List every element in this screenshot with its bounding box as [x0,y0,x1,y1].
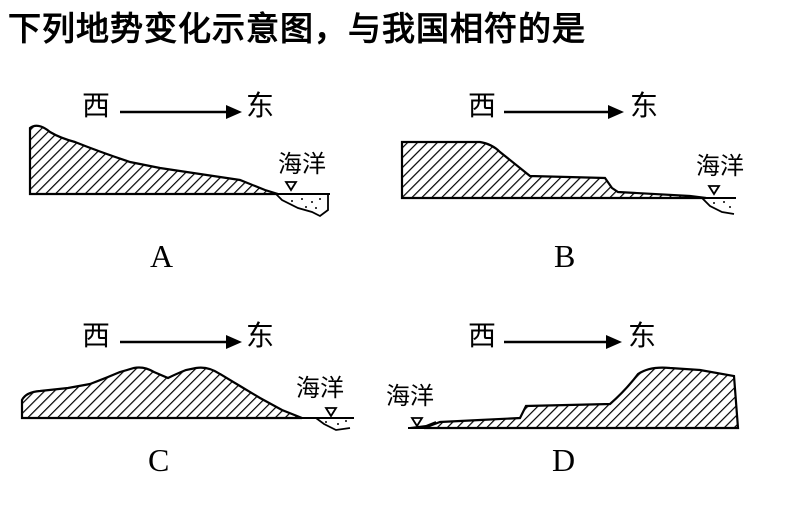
terrain-profile-a [28,124,330,218]
west-east-arrow [504,105,624,119]
option-c-panel[interactable]: 西 东 海洋 C [20,296,390,516]
option-letter: C [148,442,170,478]
west-east-arrow [120,335,242,349]
east-label: 东 [628,319,657,352]
option-letter: D [552,442,576,478]
west-label: 西 [82,89,111,122]
option-a-panel[interactable]: 西 东 海洋 A [20,80,390,300]
ocean-label: 海洋 [296,374,344,402]
water-dots [325,420,347,425]
terrain-profile-b [400,140,736,215]
terrain-profile-d [408,366,740,430]
west-label: 西 [82,319,111,352]
option-d-panel[interactable]: 西 东 海洋 D [380,296,750,516]
ocean-label: 海洋 [386,382,434,410]
west-east-arrow [504,335,622,349]
west-label: 西 [468,319,497,352]
ocean-label: 海洋 [278,150,326,178]
terrain-profile-c [20,366,354,431]
east-label: 东 [246,89,275,122]
east-label: 东 [246,319,275,352]
east-label: 东 [630,89,659,122]
option-letter: B [554,238,576,274]
west-east-arrow [120,105,242,119]
west-label: 西 [468,89,497,122]
option-b-panel[interactable]: 西 东 海洋 B [400,80,770,300]
question-title: 下列地势变化示意图，与我国相符的是 [8,9,586,48]
water-dots [713,201,731,208]
option-letter: A [150,238,174,274]
water-dots [291,198,321,209]
ocean-label: 海洋 [696,152,744,180]
